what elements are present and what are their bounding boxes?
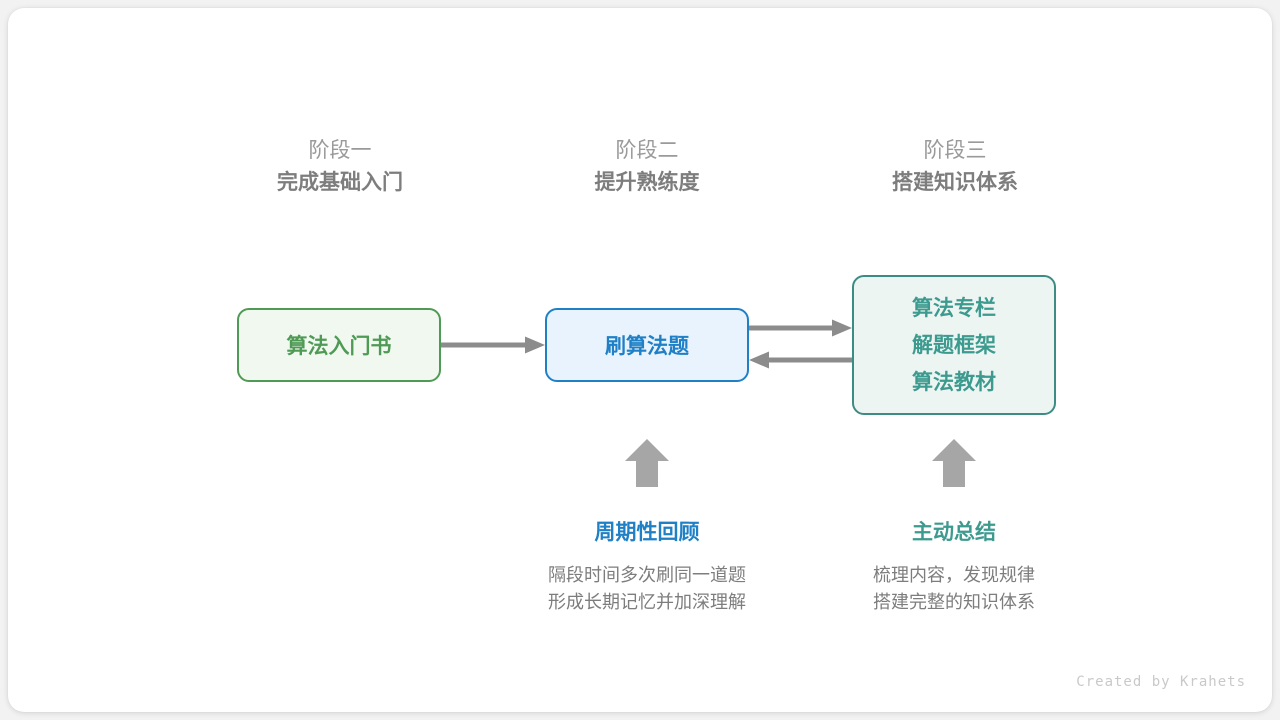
note-description-review-line-1: 隔段时间多次刷同一道题 [548, 565, 746, 585]
node-label-resource-3: 算法教材 [912, 370, 996, 394]
node-label-resource-1: 算法专栏 [912, 296, 996, 320]
stage-heading-1: 阶段一 完成基础入门 [210, 136, 470, 200]
node-label-practice: 刷算法题 [605, 335, 689, 358]
credit-text: Created by Krahets [1076, 674, 1246, 690]
stage-number-3: 阶段三 [923, 139, 987, 162]
note-title-summary: 主动总结 [912, 521, 996, 544]
stage-number-2: 阶段二 [615, 139, 679, 162]
note-periodic-review: 周期性回顾 隔段时间多次刷同一道题 形成长期记忆并加深理解 [497, 516, 797, 616]
note-description-summary-line-2: 搭建完整的知识体系 [873, 592, 1035, 612]
node-label-book: 算法入门书 [286, 335, 392, 358]
stage-title-1: 完成基础入门 [277, 171, 403, 194]
note-description-summary: 梳理内容，发现规律 搭建完整的知识体系 [804, 562, 1104, 616]
note-active-summary: 主动总结 梳理内容，发现规律 搭建完整的知识体系 [804, 516, 1104, 616]
stage-title-3: 搭建知识体系 [892, 171, 1018, 194]
note-description-summary-line-1: 梳理内容，发现规律 [873, 565, 1035, 585]
stage-title-2: 提升熟练度 [594, 171, 700, 194]
arrow-up-icon-summary [932, 439, 976, 487]
arrow-right-icon-book-to-practice [441, 336, 545, 354]
node-resources: 算法专栏 解题框架 算法教材 [852, 275, 1056, 415]
note-title-review: 周期性回顾 [594, 521, 700, 544]
stage-heading-3: 阶段三 搭建知识体系 [825, 136, 1085, 200]
note-description-review-line-2: 形成长期记忆并加深理解 [548, 592, 746, 612]
arrow-up-icon-review [625, 439, 669, 487]
node-label-resource-2: 解题框架 [912, 333, 996, 357]
note-description-review: 隔段时间多次刷同一道题 形成长期记忆并加深理解 [497, 562, 797, 616]
node-practice-problems: 刷算法题 [545, 308, 749, 382]
diagram-card: 阶段一 完成基础入门 阶段二 提升熟练度 阶段三 搭建知识体系 算法入门书 刷算… [8, 8, 1272, 712]
arrow-left-icon-resources-to-practice [749, 351, 852, 369]
stage-number-1: 阶段一 [308, 139, 372, 162]
stage-heading-2: 阶段二 提升熟练度 [517, 136, 777, 200]
node-algorithm-intro-book: 算法入门书 [237, 308, 441, 382]
arrow-right-icon-practice-to-resources [749, 319, 852, 337]
